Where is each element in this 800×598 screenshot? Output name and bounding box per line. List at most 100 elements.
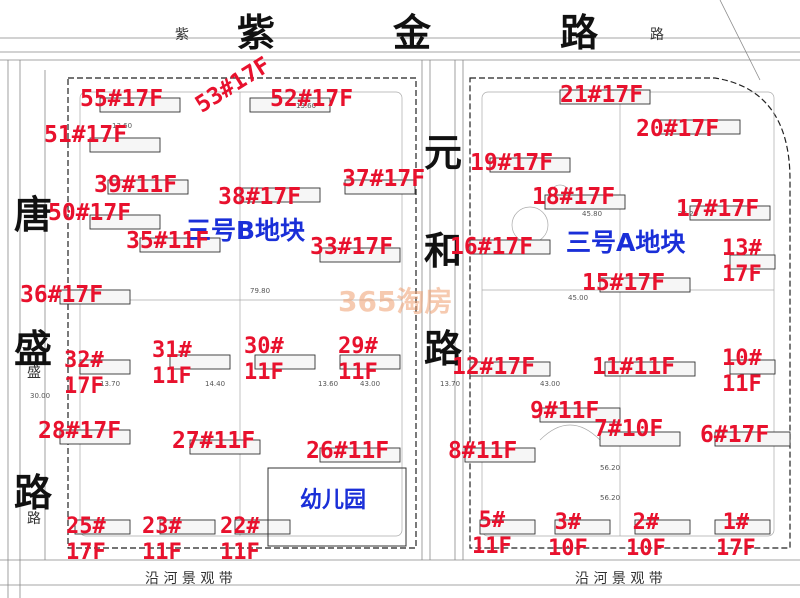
svg-text:45.00: 45.00 (568, 294, 588, 302)
building-label-2: 2# 10F (626, 510, 666, 562)
building-label-13: 13# 17F (722, 236, 762, 288)
road-label-top-small-right: 路 (650, 27, 664, 43)
svg-text:30.00: 30.00 (30, 392, 50, 400)
svg-text:13.60: 13.60 (296, 102, 316, 110)
building-floors-25: 17F (66, 540, 106, 565)
building-label-1: 1# 17F (716, 510, 756, 562)
svg-text:38.20: 38.20 (678, 210, 698, 218)
building-label-51: 51#17F (44, 122, 128, 148)
building-floors-22: 11F (220, 540, 260, 565)
building-floors-31: 11F (152, 364, 192, 389)
building-floors-23: 11F (142, 540, 182, 565)
road-label-riverside-left: 沿 河 景 观 带 (145, 571, 233, 587)
svg-text:13.60: 13.60 (112, 122, 132, 130)
svg-text:13.70: 13.70 (100, 380, 120, 388)
kindergarten-label: 幼儿园 (300, 488, 367, 513)
building-label-37: 37#17F (342, 166, 426, 192)
road-label-zijin-3: 路 (560, 10, 599, 55)
building-label-26: 26#11F (306, 438, 390, 464)
building-label-23: 23# 11F (142, 514, 182, 566)
building-floors-10: 11F (722, 372, 762, 397)
road-label-tangsheng-small-2: 路 (27, 511, 41, 527)
building-label-5: 5# 11F (472, 508, 512, 560)
building-number-30: 30# (244, 334, 284, 359)
road-label-yuanhe-3: 路 (424, 326, 463, 371)
building-label-18: 18#17F (532, 184, 616, 210)
building-floors-1: 17F (716, 536, 756, 561)
block-name-3a: 三号A地块 (566, 228, 686, 257)
building-label-17: 17#17F (676, 196, 760, 222)
building-label-35: 35#11F (126, 228, 210, 254)
building-number-10: 10# (722, 346, 762, 371)
building-floors-13: 17F (722, 262, 762, 287)
building-label-22: 22# 11F (220, 514, 260, 566)
building-floors-5: 11F (472, 534, 512, 559)
svg-text:79.80: 79.80 (250, 287, 270, 295)
svg-text:13.70: 13.70 (440, 380, 460, 388)
road-label-zijin-2: 金 (393, 10, 432, 55)
watermark-logo: 365淘房 (338, 285, 453, 318)
road-label-zijin-1: 紫 (237, 10, 276, 55)
building-label-36: 36#17F (20, 282, 104, 308)
svg-text:45.80: 45.80 (582, 210, 602, 218)
building-label-31: 31# 11F (152, 338, 192, 390)
building-label-38: 38#17F (218, 184, 302, 210)
road-label-yuanhe-1: 元 (424, 130, 463, 175)
building-label-6: 6#17F (700, 422, 770, 448)
building-number-1: 1# (722, 510, 750, 535)
building-number-13: 13# (722, 236, 762, 261)
building-label-25: 25# 17F (66, 514, 106, 566)
building-label-55: 55#17F (80, 86, 164, 112)
building-label-32: 32# 17F (64, 348, 104, 400)
building-label-33: 33#17F (310, 234, 394, 260)
road-label-top-small-left: 紫 (175, 27, 189, 43)
building-number-25: 25# (66, 514, 106, 539)
building-floors-29: 11F (338, 360, 378, 385)
building-label-52: 52#17F (270, 86, 354, 112)
building-label-21: 21#17F (560, 82, 644, 108)
building-floors-30: 11F (244, 360, 284, 385)
building-number-2: 2# (632, 510, 660, 535)
building-floors-3: 10F (548, 536, 588, 561)
road-label-riverside-right: 沿 河 景 观 带 (575, 571, 663, 587)
block-name-3b: 三号B地块 (186, 216, 306, 245)
building-number-29: 29# (338, 334, 378, 359)
road-label-tangsheng-small: 盛 (27, 365, 41, 381)
svg-text:43.00: 43.00 (360, 380, 380, 388)
building-label-28: 28#17F (38, 418, 122, 444)
building-number-31: 31# (152, 338, 192, 363)
building-label-39: 39#11F (94, 172, 178, 198)
road-label-tangsheng-3: 路 (14, 470, 53, 515)
svg-text:43.00: 43.00 (540, 380, 560, 388)
building-label-30: 30# 11F (244, 334, 284, 386)
road-label-tangsheng-1: 唐 (14, 192, 53, 237)
building-label-8: 8#11F (448, 438, 518, 464)
building-label-7: 7#10F (594, 416, 664, 442)
building-number-23: 23# (142, 514, 182, 539)
building-label-27: 27#11F (172, 428, 256, 454)
building-label-3: 3# 10F (548, 510, 588, 562)
building-floors-2: 10F (626, 536, 666, 561)
building-label-15: 15#17F (582, 270, 666, 296)
svg-text:13.60: 13.60 (318, 380, 338, 388)
svg-text:14.40: 14.40 (205, 380, 225, 388)
building-number-22: 22# (220, 514, 260, 539)
building-label-16: 16#17F (450, 234, 534, 260)
building-label-12: 12#17F (452, 354, 536, 380)
building-label-19: 19#17F (470, 150, 554, 176)
svg-text:56.20: 56.20 (600, 464, 620, 472)
building-number-5: 5# (478, 508, 506, 533)
building-label-50: 50#17F (48, 200, 132, 226)
building-label-29: 29# 11F (338, 334, 378, 386)
building-number-32: 32# (64, 348, 104, 373)
road-label-yuanhe-2: 和 (424, 228, 463, 273)
building-number-3: 3# (554, 510, 582, 535)
building-label-10: 10# 11F (722, 346, 762, 398)
building-floors-32: 17F (64, 374, 104, 399)
building-label-11: 11#11F (592, 354, 676, 380)
svg-text:56.20: 56.20 (600, 494, 620, 502)
road-label-tangsheng-2: 盛 (14, 326, 53, 371)
building-label-20: 20#17F (636, 116, 720, 142)
building-label-9: 9#11F (530, 398, 600, 424)
